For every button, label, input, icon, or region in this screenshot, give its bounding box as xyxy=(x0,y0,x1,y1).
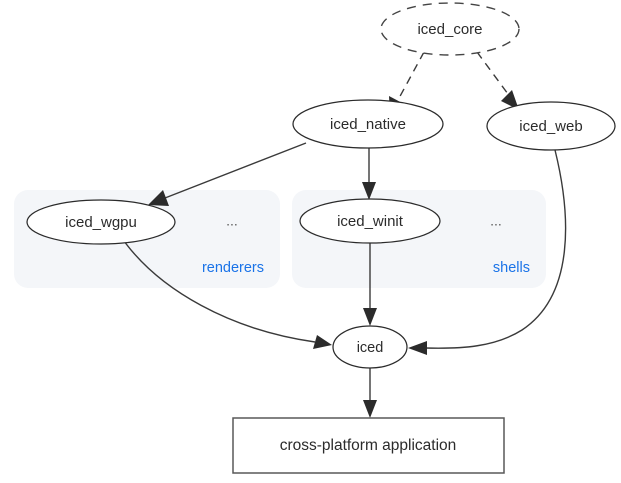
edge-iced-native-to-iced-wgpu-line xyxy=(164,142,307,199)
node-cross-platform-application[interactable]: cross-platform application xyxy=(232,417,505,474)
edge-iced-core-to-iced-web-arrowhead xyxy=(501,90,519,110)
edge-iced-web-to-iced xyxy=(408,149,567,355)
cluster-renderers-label: renderers xyxy=(202,260,264,276)
edge-iced-native-to-iced-winit-arrowhead xyxy=(362,182,376,200)
edge-iced-native-to-iced-winit xyxy=(362,148,376,200)
node-iced-wgpu-shape[interactable] xyxy=(26,199,176,245)
node-iced-winit-shape[interactable] xyxy=(299,198,441,244)
node-cross-platform-application-shape[interactable] xyxy=(232,417,505,474)
cluster-shells-label: shells xyxy=(493,260,530,276)
node-iced-wgpu[interactable]: iced_wgpu xyxy=(26,199,176,245)
edge-iced-wgpu-to-iced-arrowhead xyxy=(313,335,332,349)
edge-iced-web-to-iced-arrowhead xyxy=(408,341,427,355)
edge-iced-web-to-iced-line xyxy=(424,149,567,349)
node-iced-native-shape[interactable] xyxy=(292,99,444,149)
edge-iced-wgpu-to-iced xyxy=(123,240,332,349)
node-iced[interactable]: iced xyxy=(332,325,408,369)
node-cross-platform-application-label: cross-platform application xyxy=(280,437,457,454)
edge-iced-native-to-iced-wgpu xyxy=(148,142,307,206)
node-iced-core[interactable]: iced_core xyxy=(380,2,520,56)
edge-iced-winit-to-iced-arrowhead xyxy=(363,308,377,326)
node-iced-web[interactable]: iced_web xyxy=(486,101,616,151)
edge-iced-to-application-arrowhead xyxy=(363,400,377,418)
edge-iced-core-to-iced-native-line xyxy=(397,51,425,101)
edge-iced-native-to-iced-wgpu-arrowhead xyxy=(148,190,169,206)
edge-iced-wgpu-to-iced-line xyxy=(123,240,316,343)
shells-more-ellipsis: ... xyxy=(490,213,502,229)
edge-iced-to-application xyxy=(363,368,377,418)
node-iced-shape[interactable] xyxy=(332,325,408,369)
edge-iced-core-to-iced-web-line xyxy=(476,51,509,95)
edge-iced-core-to-iced-web xyxy=(476,51,519,110)
node-iced-core-shape[interactable] xyxy=(380,2,520,56)
node-iced-winit[interactable]: iced_winit xyxy=(299,198,441,244)
edge-iced-winit-to-iced xyxy=(363,243,377,326)
node-iced-web-shape[interactable] xyxy=(486,101,616,151)
renderers-more-ellipsis: ... xyxy=(226,213,238,229)
node-iced-native[interactable]: iced_native xyxy=(292,99,444,149)
